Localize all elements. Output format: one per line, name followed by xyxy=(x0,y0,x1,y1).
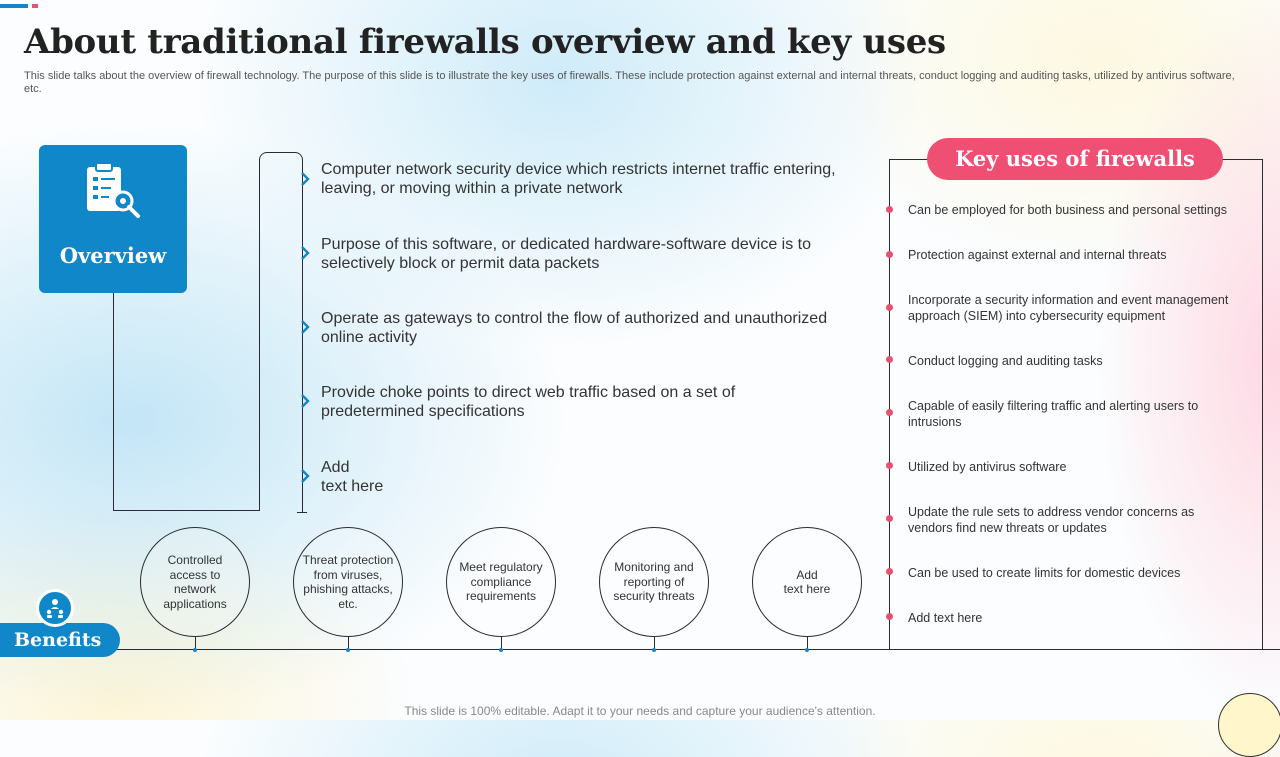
key-use-bullet xyxy=(886,462,893,469)
benefit-circle: Add text here xyxy=(752,527,862,637)
benefit-tick-dot xyxy=(805,648,809,652)
clipboard-search-icon xyxy=(87,162,140,218)
benefit-tick xyxy=(501,637,502,649)
overview-bullet-spine xyxy=(302,160,303,512)
benefit-tick xyxy=(807,637,808,649)
overview-connector-up xyxy=(259,160,260,511)
key-use-item: Utilized by antivirus software xyxy=(908,460,1067,474)
overview-spine-end xyxy=(297,512,307,513)
key-use-item: Capable of easily filtering traffic and … xyxy=(908,399,1199,429)
benefits-baseline xyxy=(0,649,1280,650)
benefit-tick-dot xyxy=(652,648,656,652)
key-use-item: Incorporate a security information and e… xyxy=(908,293,1229,323)
overview-card: Overview xyxy=(39,145,187,293)
key-use-item: Update the rule sets to address vendor c… xyxy=(908,505,1195,535)
slide-title: About traditional firewalls overview and… xyxy=(24,22,946,62)
benefit-circle: Controlled access to network application… xyxy=(140,527,250,637)
key-use-bullet xyxy=(886,409,893,416)
chevron-right-icon xyxy=(301,394,310,408)
key-use-bullet xyxy=(886,568,893,575)
overview-connector-down xyxy=(113,293,114,511)
overview-item: Provide choke points to direct web traff… xyxy=(321,384,736,420)
overview-connector-arc xyxy=(259,152,303,162)
key-use-bullet xyxy=(886,613,893,620)
key-use-bullet xyxy=(886,206,893,213)
key-use-bullet xyxy=(886,515,893,522)
benefit-tick-dot xyxy=(346,648,350,652)
benefit-tick-dot xyxy=(193,648,197,652)
key-use-item: Add text here xyxy=(908,611,983,625)
benefits-label: Benefits xyxy=(0,623,120,657)
key-use-bullet xyxy=(886,304,893,311)
overview-connector-bottom xyxy=(113,510,260,511)
overview-label: Overview xyxy=(59,243,167,268)
key-use-item: Conduct logging and auditing tasks xyxy=(908,354,1103,368)
benefit-circle: Threat protection from viruses, phishing… xyxy=(293,527,403,637)
key-use-item: Can be employed for both business and pe… xyxy=(908,203,1227,217)
key-use-item: Can be used to create limits for domesti… xyxy=(908,566,1181,580)
chevron-right-icon xyxy=(301,469,310,483)
benefit-circle: Meet regulatory compliance requirements xyxy=(446,527,556,637)
decorative-circle xyxy=(1218,693,1280,757)
key-use-item: Protection against external and internal… xyxy=(908,248,1167,262)
corner-accent-dot xyxy=(32,4,38,8)
chevron-right-icon xyxy=(301,246,310,260)
overview-item: Purpose of this software, or dedicated h… xyxy=(321,236,812,272)
overview-item: Add text here xyxy=(321,459,384,495)
chevron-right-icon xyxy=(301,172,310,186)
benefit-tick-dot xyxy=(499,648,503,652)
overview-item: Operate as gateways to control the flow … xyxy=(321,310,828,346)
benefit-tick xyxy=(348,637,349,649)
benefit-tick xyxy=(195,637,196,649)
benefit-circle: Monitoring and reporting of security thr… xyxy=(599,527,709,637)
corner-accent-bar xyxy=(0,4,28,8)
people-network-icon xyxy=(36,589,74,627)
key-use-bullet xyxy=(886,356,893,363)
slide-subtitle: This slide talks about the overview of f… xyxy=(24,70,1235,95)
benefit-tick xyxy=(654,637,655,649)
key-uses-heading: Key uses of firewalls xyxy=(927,138,1223,180)
overview-item: Computer network security device which r… xyxy=(321,161,836,197)
key-use-bullet xyxy=(886,251,893,258)
chevron-right-icon xyxy=(301,320,310,334)
footer-note: This slide is 100% editable. Adapt it to… xyxy=(404,704,876,718)
